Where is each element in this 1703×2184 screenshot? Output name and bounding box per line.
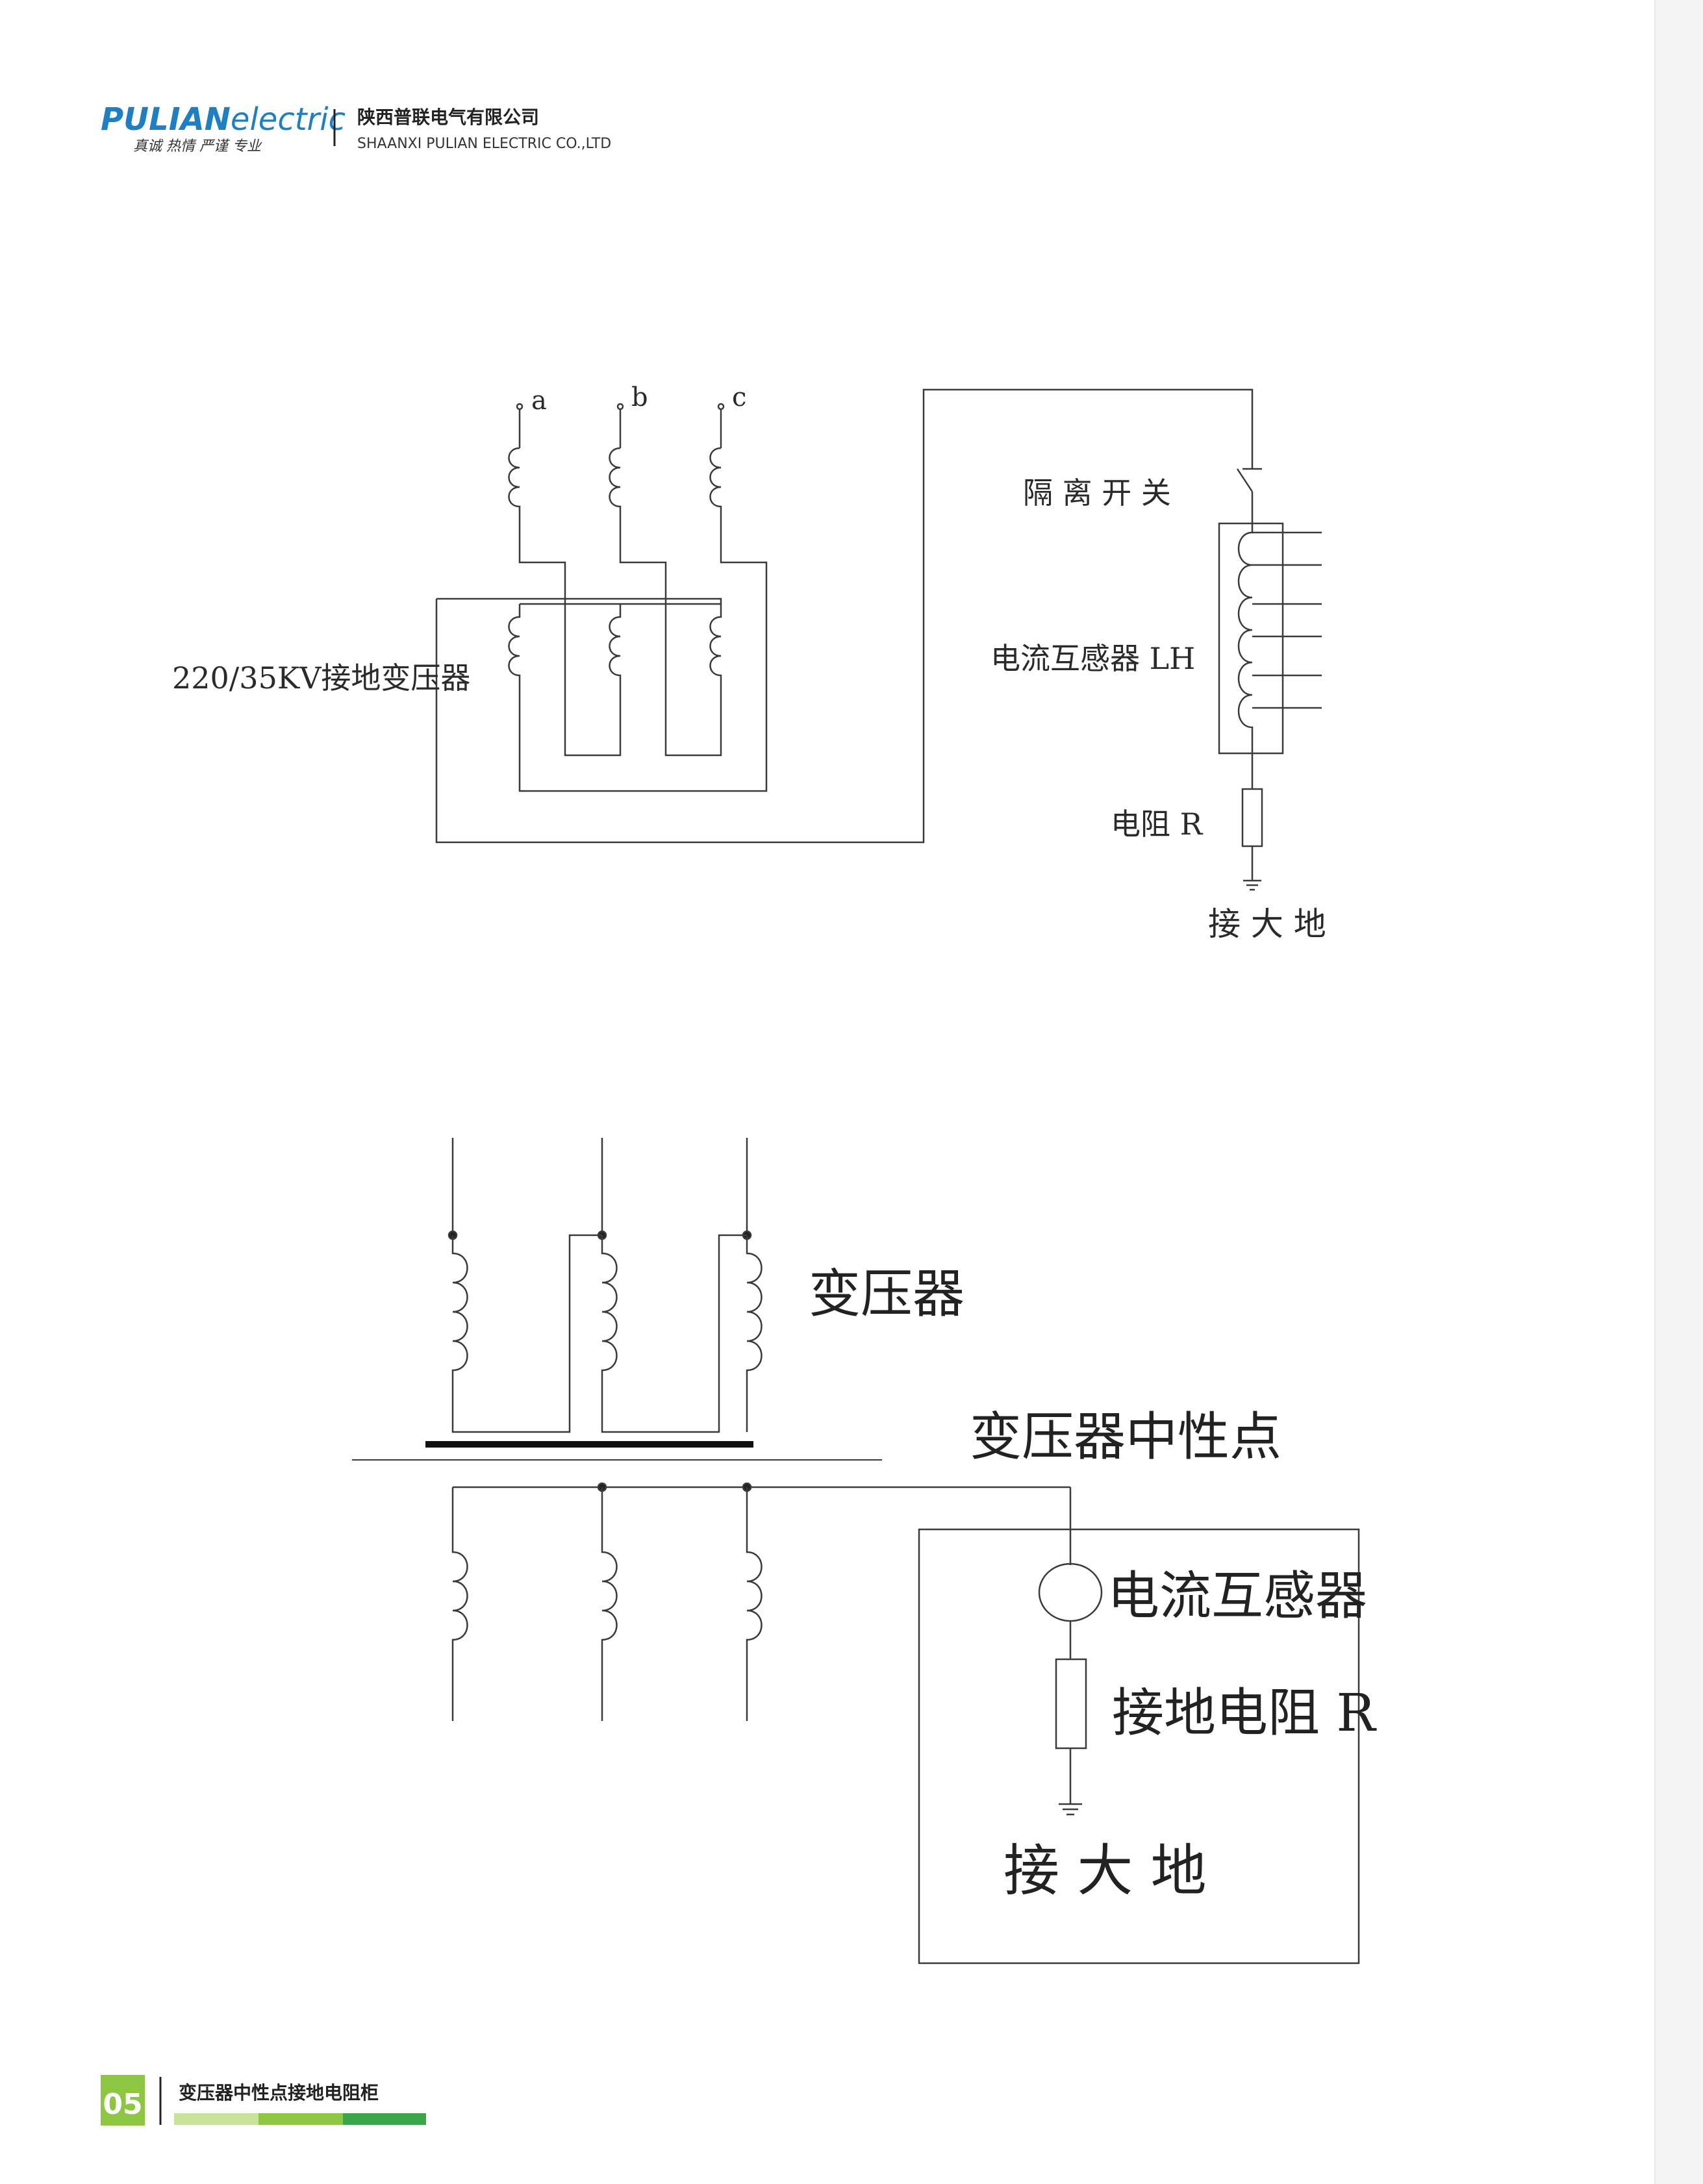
neutral-bus-top	[436, 597, 722, 604]
secondary-windings	[451, 1482, 1070, 1721]
phase-terminals	[516, 403, 725, 448]
terminal-c	[717, 403, 725, 410]
label-transformer: 变压器	[809, 1264, 965, 1324]
logo: PULIANelectric	[101, 101, 346, 138]
upper-winding-b	[609, 447, 622, 520]
lower-winding-c	[709, 604, 722, 688]
label-neutral-point: 变压器中性点	[970, 1407, 1281, 1467]
company-name-en: SHAANXI PULIAN ELECTRIC CO.,LTD	[357, 136, 611, 152]
footer-title: 变压器中性点接地电阻柜	[179, 2082, 379, 2103]
logo-bold: PULIAN	[101, 101, 231, 138]
ground-icon	[1243, 879, 1261, 891]
label-grounding-resistor: 接地电阻 R	[1112, 1683, 1377, 1743]
label-phase-b: b	[631, 383, 648, 412]
page-edge-shadow	[1655, 0, 1703, 2184]
primary-windings	[451, 1234, 763, 1433]
label-resistor-r: 电阻 R	[1111, 807, 1204, 842]
footer-bar-mid	[259, 2113, 343, 2125]
logo-light: electric	[231, 101, 346, 138]
diagram-grounding-transformer	[435, 388, 1322, 891]
label-grounding-transformer: 220/35KV接地变压器	[172, 660, 470, 696]
company-name-cn: 陕西普联电气有限公司	[357, 107, 539, 128]
footer: 05 变压器中性点接地电阻柜	[101, 2075, 426, 2126]
current-transformer-lh	[1218, 522, 1322, 755]
resistor-r	[1241, 753, 1263, 880]
current-transformer-symbol	[1038, 1563, 1103, 1622]
terminal-a	[516, 403, 524, 410]
ground-icon	[1059, 1803, 1082, 1816]
diagram1-labels: a b c 220/35KV接地变压器 隔 离 开 关 电流互感器 LH 电阻 …	[172, 383, 1326, 943]
footer-bar-dark	[343, 2113, 426, 2125]
label-ground-2: 接 大 地	[1003, 1839, 1207, 1903]
zigzag-link-a	[518, 520, 622, 757]
page-number: 05	[103, 2088, 142, 2121]
label-disconnect-switch: 隔 离 开 关	[1023, 475, 1171, 510]
diagram2-labels: 变压器 变压器中性点 电流互感器 接地电阻 R 接 大 地	[809, 1264, 1377, 1903]
zigzag-link-c	[518, 520, 768, 792]
zigzag-link-b	[619, 520, 722, 757]
neutral-wire	[435, 388, 1254, 844]
header: PULIANelectric 真诚 热情 严谨 专业 陕西普联电气有限公司 SH…	[101, 101, 611, 155]
label-ground-1: 接 大 地	[1208, 905, 1326, 943]
footer-bar-light	[174, 2113, 259, 2125]
resistor-cabinet	[918, 1528, 1360, 1964]
terminal-b	[616, 403, 624, 410]
upper-winding-c	[709, 447, 722, 520]
diagram-neutral-grounding	[352, 1138, 1360, 1964]
lower-winding-a	[508, 604, 521, 688]
label-current-transformer: 电流互感器	[1107, 1566, 1367, 1626]
grounding-resistor-symbol	[1055, 1658, 1087, 1750]
label-phase-a: a	[531, 386, 547, 416]
page-number-badge	[101, 2075, 145, 2126]
lower-winding-b	[609, 604, 622, 688]
disconnect-switch	[1236, 468, 1262, 523]
slogan: 真诚 热情 严谨 专业	[133, 138, 262, 155]
upper-winding-a	[508, 447, 521, 520]
label-phase-c: c	[732, 383, 746, 412]
label-current-transformer-lh: 电流互感器 LH	[990, 641, 1195, 676]
